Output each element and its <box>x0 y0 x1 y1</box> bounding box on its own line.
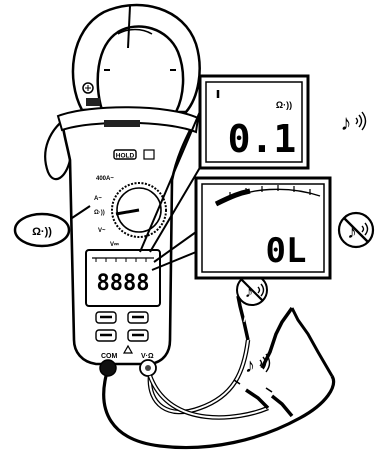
red-probe-2 <box>245 388 270 410</box>
note-sound-icon: ♪ <box>245 355 255 377</box>
red-lead-wire <box>148 339 249 413</box>
svg-text:♪: ♪ <box>347 222 357 243</box>
jack-com-label: COM <box>101 353 118 360</box>
function-buttons <box>95 311 149 342</box>
callout-unit: Ω·)) <box>276 100 292 110</box>
clamp-jaw <box>71 3 201 114</box>
callout-low-resistance: Ω·)) 0.1 <box>198 74 310 170</box>
black-probe-3 <box>270 394 294 418</box>
callout-open-circuit: 0L <box>194 176 332 280</box>
jack-com[interactable] <box>99 359 117 377</box>
jack-v-label: V·Ω <box>141 353 154 360</box>
callout-range: Ω·)) <box>13 205 91 248</box>
dial-labels: 400A~ A~ Ω·)) V~ V⎓ <box>94 176 119 248</box>
dial-label-vdc: V⎓ <box>110 242 119 248</box>
hold-button[interactable]: HOLD <box>113 149 137 160</box>
meter-collar <box>56 106 200 134</box>
probe-silent-indicator: ♪ <box>236 274 268 306</box>
callout-range-text: Ω·)) <box>32 226 52 238</box>
black-probe-2 <box>290 307 334 377</box>
callout-reading: 0L <box>266 231 307 271</box>
meter-outline <box>61 108 198 366</box>
probe-beep-indicator: ♪ <box>245 353 271 377</box>
red-probe-1 <box>236 295 250 341</box>
lcd-reading: 8888 <box>97 271 150 296</box>
lcd-display: 8888 <box>85 249 161 307</box>
dial-label-ohm: Ω·)) <box>94 210 105 216</box>
black-lead-wire <box>102 375 336 450</box>
note-sound-icon: ♪ <box>341 110 352 135</box>
beep-indicator: ♪ <box>341 110 367 135</box>
input-jacks: COM V·Ω <box>99 344 157 377</box>
jaw-split-line <box>127 5 131 49</box>
warning-icon <box>122 344 134 354</box>
lcd-zoom <box>205 81 303 163</box>
model-label <box>104 120 140 127</box>
black-probe-1 <box>260 306 294 369</box>
dial-label-400a: 400A~ <box>96 176 114 182</box>
svg-text:♪: ♪ <box>245 282 254 301</box>
dial-label-vac: V~ <box>98 228 106 234</box>
silent-indicator: ♪ <box>337 211 375 249</box>
dial-label-a: A~ <box>94 196 102 202</box>
callout-reading: 0.1 <box>228 117 297 161</box>
dial-pointer <box>115 208 140 216</box>
side-badge <box>86 98 100 106</box>
backlight-button[interactable] <box>143 149 155 160</box>
jaw-outline <box>71 3 201 114</box>
hold-label: HOLD <box>116 153 135 160</box>
